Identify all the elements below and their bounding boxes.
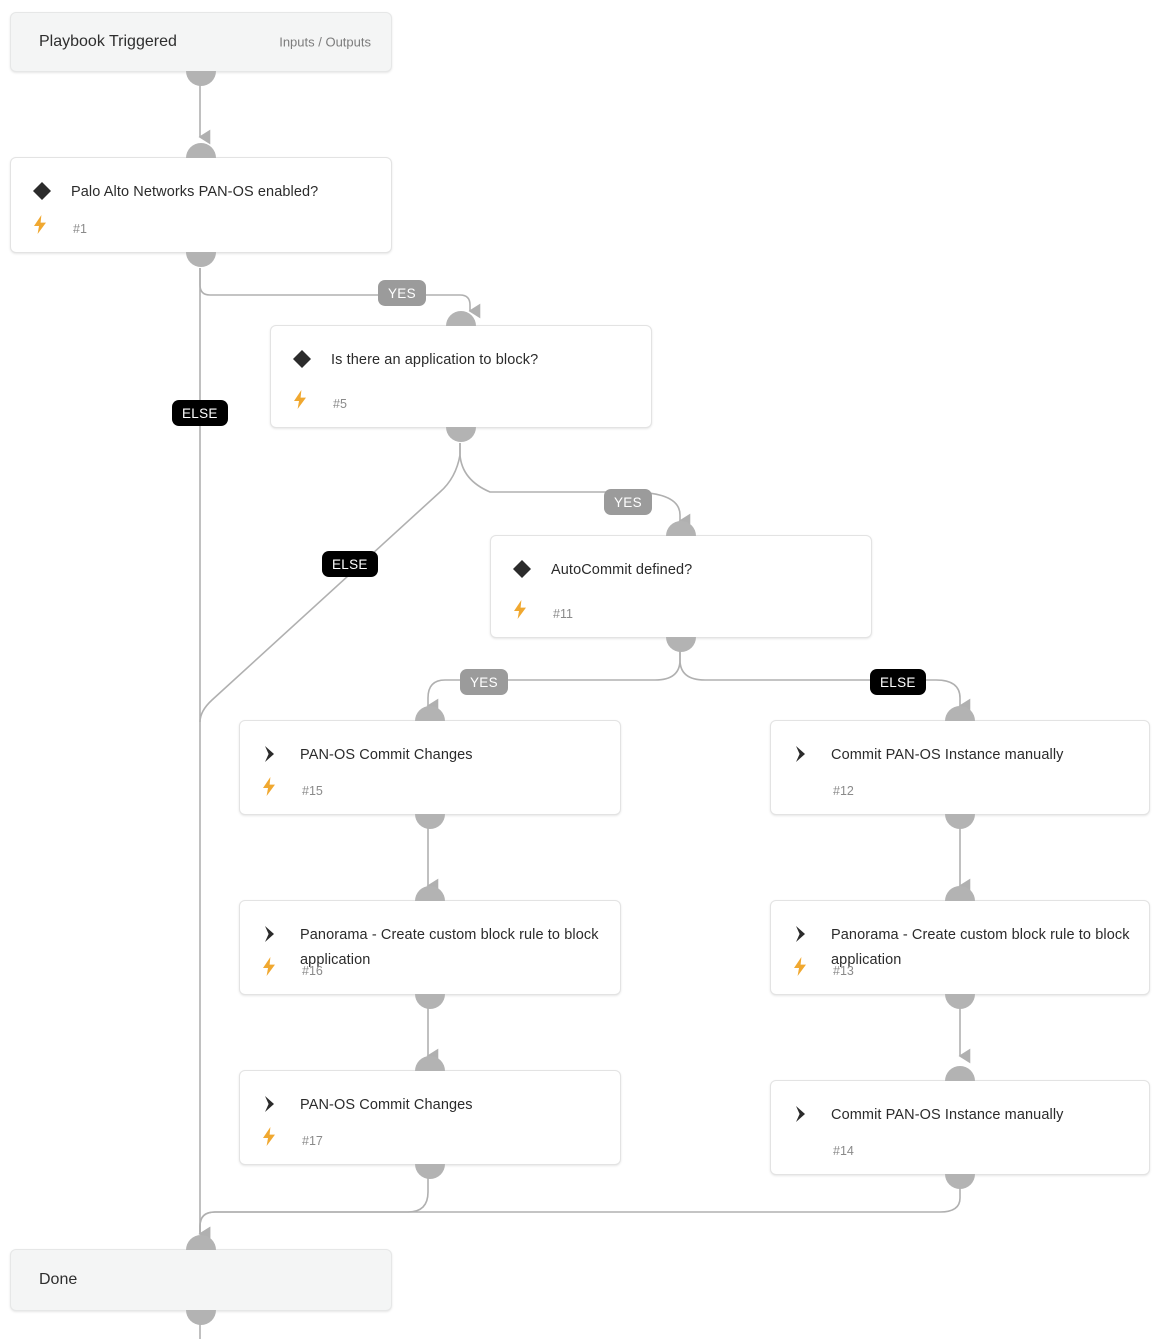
branch-label-yes-11to15[interactable]: YES <box>460 669 508 695</box>
input-connector[interactable] <box>666 521 696 536</box>
input-connector[interactable] <box>415 1056 445 1071</box>
edge-1-yes-to-5 <box>199 268 481 319</box>
chevron-right-icon <box>260 923 282 945</box>
node-title: Panorama - Create custom block rule to b… <box>831 927 1130 968</box>
node-title: Panorama - Create custom block rule to b… <box>300 927 599 968</box>
node-number: #1 <box>73 222 87 236</box>
node-done[interactable]: Done <box>10 1235 392 1325</box>
bolt-icon <box>31 214 49 234</box>
node-14-commit-panos-manually[interactable]: Commit PAN-OS Instance manually #14 <box>770 1066 1150 1189</box>
edge-17-to-done <box>198 1178 429 1242</box>
output-connector[interactable] <box>415 1164 445 1179</box>
node-title: PAN-OS Commit Changes <box>300 1097 473 1113</box>
edge-14-to-done <box>198 1188 961 1242</box>
node-number: #14 <box>833 1144 854 1158</box>
node-11-autocommit-defined[interactable]: AutoCommit defined? #11 <box>490 521 872 652</box>
branch-label-text: ELSE <box>880 674 916 690</box>
node-16-panorama-custom-block-rule[interactable]: Panorama - Create custom block rule to b… <box>239 886 621 1009</box>
chevron-right-icon <box>791 1103 813 1125</box>
node-number: #15 <box>302 784 323 798</box>
input-connector[interactable] <box>415 706 445 721</box>
output-connector[interactable] <box>186 71 216 86</box>
node-playbook-triggered[interactable]: Playbook Triggered Inputs / Outputs <box>10 12 392 86</box>
bolt-icon <box>260 776 278 796</box>
diamond-icon <box>511 558 533 580</box>
bolt-icon <box>511 599 529 619</box>
node-5-application-to-block[interactable]: Is there an application to block? #5 <box>270 311 652 442</box>
input-connector[interactable] <box>945 1066 975 1081</box>
node-number: #12 <box>833 784 854 798</box>
chevron-right-icon <box>260 1093 282 1115</box>
node-number: #5 <box>333 397 347 411</box>
inputs-outputs-label[interactable]: Inputs / Outputs <box>279 34 371 50</box>
branch-label-else-5todone[interactable]: ELSE <box>322 551 378 577</box>
node-title: Palo Alto Networks PAN-OS enabled? <box>71 184 319 200</box>
chevron-right-icon <box>791 923 813 945</box>
playbook-triggered-label: Playbook Triggered <box>39 33 177 50</box>
node-17-panos-commit-changes[interactable]: PAN-OS Commit Changes #17 <box>239 1056 621 1179</box>
output-connector[interactable] <box>666 637 696 652</box>
node-title: Commit PAN-OS Instance manually <box>831 1107 1064 1123</box>
node-15-panos-commit-changes[interactable]: PAN-OS Commit Changes #15 <box>239 706 621 829</box>
node-number: #16 <box>302 964 323 978</box>
diamond-icon <box>31 180 53 202</box>
node-title: AutoCommit defined? <box>551 562 693 578</box>
chevron-right-icon <box>791 743 813 765</box>
branch-label-text: ELSE <box>332 556 368 572</box>
node-number: #17 <box>302 1134 323 1148</box>
input-connector[interactable] <box>415 886 445 901</box>
bolt-icon <box>260 1126 278 1146</box>
node-number: #11 <box>553 607 573 621</box>
node-title: PAN-OS Commit Changes <box>300 747 473 763</box>
node-12-commit-panos-manually[interactable]: Commit PAN-OS Instance manually #12 <box>770 706 1150 829</box>
output-connector[interactable] <box>415 814 445 829</box>
input-connector[interactable] <box>945 886 975 901</box>
output-connector[interactable] <box>945 1174 975 1189</box>
chevron-right-icon <box>260 743 282 765</box>
branch-label-text: YES <box>614 494 642 510</box>
branch-label-text: YES <box>388 285 416 301</box>
input-connector[interactable] <box>945 706 975 721</box>
output-connector[interactable] <box>446 427 476 442</box>
done-label: Done <box>39 1271 78 1288</box>
bolt-icon <box>291 389 309 409</box>
input-connector[interactable] <box>186 1235 216 1250</box>
output-connector[interactable] <box>415 994 445 1009</box>
branch-label-else-1todone[interactable]: ELSE <box>172 400 228 426</box>
node-number: #13 <box>833 964 854 978</box>
input-connector[interactable] <box>186 143 216 158</box>
branch-label-yes-5to11[interactable]: YES <box>604 489 652 515</box>
diamond-icon <box>291 348 313 370</box>
output-connector[interactable] <box>186 1310 216 1325</box>
node-1-panos-enabled[interactable]: Palo Alto Networks PAN-OS enabled? #1 <box>10 143 392 267</box>
branch-label-else-11to12[interactable]: ELSE <box>870 669 926 695</box>
node-13-panorama-custom-block-rule[interactable]: Panorama - Create custom block rule to b… <box>770 886 1150 1009</box>
output-connector[interactable] <box>945 994 975 1009</box>
edge-5-else-to-done <box>199 443 461 723</box>
node-title: Commit PAN-OS Instance manually <box>831 747 1064 763</box>
branch-label-yes-1to5[interactable]: YES <box>378 280 426 306</box>
output-connector[interactable] <box>945 814 975 829</box>
bolt-icon <box>260 956 278 976</box>
node-title: Is there an application to block? <box>331 352 539 368</box>
branch-label-text: ELSE <box>182 405 218 421</box>
input-connector[interactable] <box>446 311 476 326</box>
output-connector[interactable] <box>186 252 216 267</box>
branch-label-text: YES <box>470 674 498 690</box>
bolt-icon <box>791 956 809 976</box>
